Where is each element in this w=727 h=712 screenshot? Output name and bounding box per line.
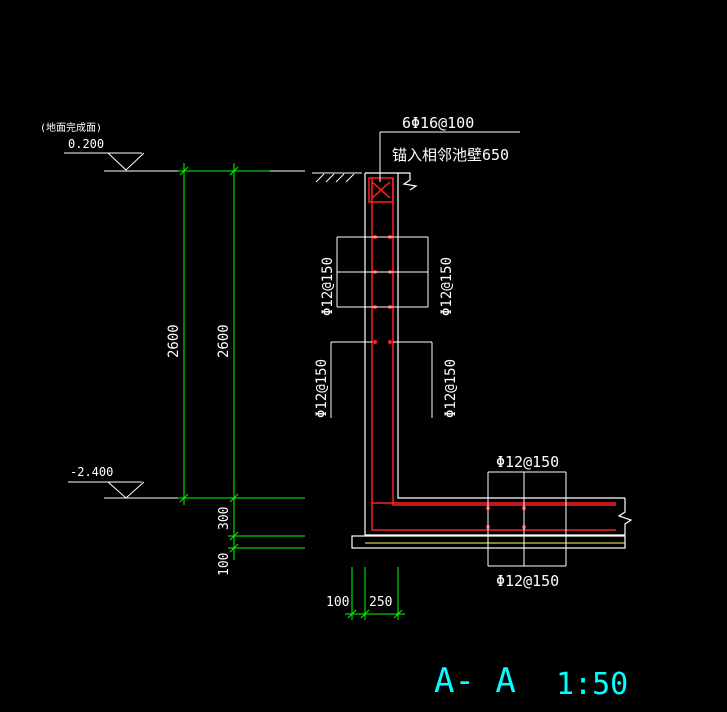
label-slab-bottom: Φ12@150	[496, 572, 559, 590]
elevation-top-value: 0.200	[68, 137, 104, 151]
label-top-bars: 6Φ16@100	[402, 114, 474, 132]
dim-cushion: 100	[217, 553, 232, 576]
dim-height-outer: 2600	[166, 324, 182, 358]
rebar-lines	[368, 177, 616, 531]
dim-wall: 250	[369, 595, 392, 610]
elevation-bottom-value: -2.400	[70, 465, 113, 479]
dim-slab: 300	[217, 507, 232, 530]
label-slab-top: Φ12@150	[496, 453, 559, 471]
horizontal-dimensions	[345, 567, 405, 620]
label-wall-left-upper: Φ12@150	[320, 257, 336, 316]
dim-height-inner: 2600	[216, 324, 232, 358]
ground-note: (地面完成面)	[40, 121, 102, 134]
label-anchor-note: 锚入相邻池壁650	[392, 146, 509, 164]
top-bar-leader	[379, 131, 520, 182]
concrete-outline	[351, 172, 633, 549]
slab-spacing-marks	[487, 471, 567, 567]
dim-offset: 100	[326, 595, 349, 610]
vertical-dimensions	[178, 163, 305, 560]
soil-hatch	[312, 172, 362, 183]
section-scale: 1:50	[556, 667, 628, 702]
label-wall-right-lower: Φ12@150	[443, 359, 459, 418]
label-wall-left-lower: Φ12@150	[314, 359, 330, 418]
section-name: A- A	[434, 661, 516, 701]
wall-spacing-marks	[330, 236, 433, 418]
label-wall-right-upper: Φ12@150	[439, 257, 455, 316]
